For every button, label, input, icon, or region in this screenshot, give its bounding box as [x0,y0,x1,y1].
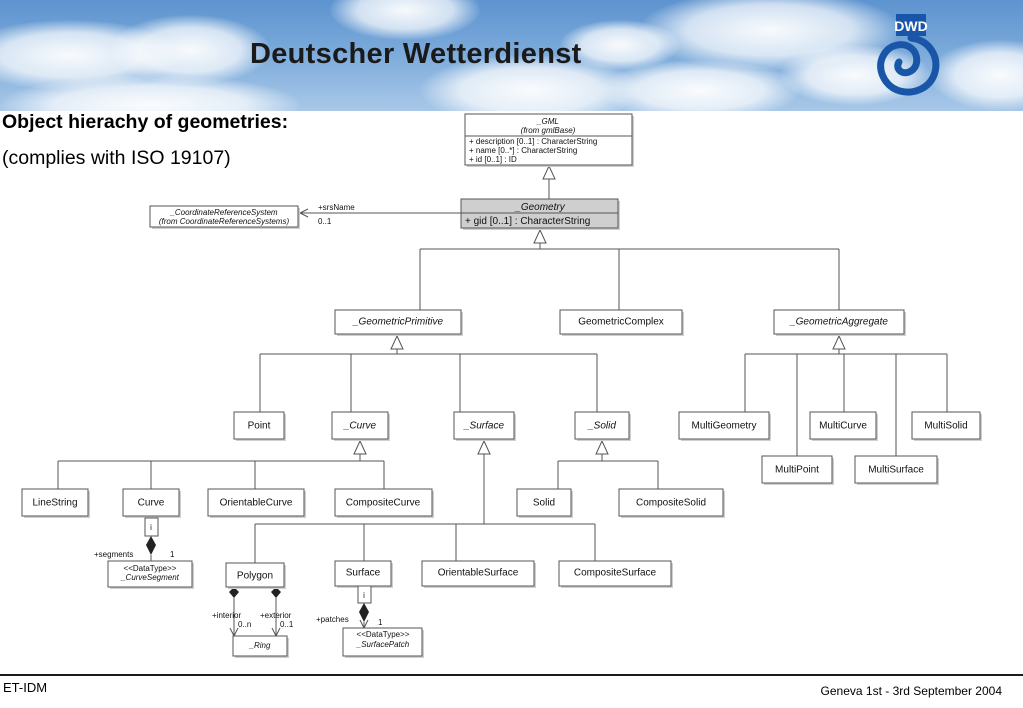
gml-stereo: (from gmlBase) [521,126,576,135]
point-label: Point [248,421,271,432]
surface-qualifier: i [357,585,372,604]
footer-left: ET-IDM [3,680,48,695]
composite-surface-label: CompositeSurface [574,568,657,579]
crs-name: _CoordinateReferenceSystem [169,208,278,217]
multisurface-label: MultiSurface [868,465,924,476]
curve-segment-stereo: <<DataType>> [124,564,177,573]
surface-patch-stereo: <<DataType>> [357,630,410,639]
dwd-logo: DWD [877,14,940,96]
solid-abstract-label: _Solid [587,421,616,432]
class-geometric-complex[interactable]: GeometricComplex [559,309,684,336]
geometry-name: _Geometry [514,202,565,213]
gml-attr-description: + description [0..1] : CharacterString [469,137,597,146]
class-geometry[interactable]: _Geometry + gid [0..1] : CharacterString [460,198,620,230]
geometric-primitive-label: _GeometricPrimitive [352,317,443,328]
crs-mult: 0..1 [318,217,332,226]
polygon-label: Polygon [237,571,273,582]
class-geometric-primitive[interactable]: _GeometricPrimitive [334,309,463,336]
gml-attr-id: + id [0..1] : ID [469,155,517,164]
multicurve-label: MultiCurve [819,421,867,432]
class-composite-solid[interactable]: CompositeSolid [618,488,725,518]
class-polygon[interactable]: Polygon [225,562,286,589]
class-orientable-curve[interactable]: OrientableCurve [207,488,306,518]
class-multisolid[interactable]: MultiSolid [911,411,982,441]
linestring-label: LineString [32,498,77,509]
footer-right: Geneva 1st - 3rd September 2004 [820,684,1002,698]
class-coordinate-reference-system[interactable]: _CoordinateReferenceSystem (from Coordin… [149,205,300,229]
curve-segment-name: _CurveSegment [120,573,180,582]
crs-role: +srsName [318,203,355,212]
segments-mult: 1 [170,550,175,559]
diagram-subtitle: (complies with ISO 19107) [2,147,231,169]
class-composite-surface[interactable]: CompositeSurface [558,560,673,588]
gml-name: _GML [536,117,559,126]
connectors [57,179,948,638]
surface-abstract-label: _Surface [463,421,504,432]
class-orientable-surface[interactable]: OrientableSurface [421,560,536,588]
class-multisurface[interactable]: MultiSurface [854,455,939,485]
generalization-arrows [353,164,846,455]
orientable-surface-label: OrientableSurface [438,568,519,579]
curve-label: Curve [138,498,165,509]
class-point[interactable]: Point [233,411,286,441]
diagram-title: Object hierachy of geometries: [2,111,289,133]
banner-title: Deutscher Wetterdienst [250,38,582,70]
class-curve-segment[interactable]: <<DataType>> _CurveSegment [107,560,194,589]
class-surface-abstract[interactable]: _Surface [453,411,516,441]
segments-role: +segments [94,550,133,559]
footer-divider [0,674,1023,676]
composition-diamonds [146,536,369,622]
class-ring[interactable]: _Ring [232,635,289,658]
class-surface-patch[interactable]: <<DataType>> _SurfacePatch [342,627,424,658]
ring-label: _Ring [249,641,271,650]
class-multigeometry[interactable]: MultiGeometry [678,411,771,441]
class-solid[interactable]: Solid [516,488,573,518]
solid-label: Solid [533,498,555,509]
header-banner: Deutscher Wetterdienst DWD [0,0,1023,111]
surface-label: Surface [346,568,381,579]
crs-stereo: (from CoordinateReferenceSystems) [159,217,290,226]
geometry-attr: + gid [0..1] : CharacterString [465,216,590,227]
composite-curve-label: CompositeCurve [346,498,421,509]
multisolid-label: MultiSolid [924,421,967,432]
class-curve[interactable]: Curve [122,488,181,518]
svg-text:i: i [150,523,152,532]
svg-text:i: i [363,591,365,600]
multipoint-label: MultiPoint [775,465,819,476]
logo-text: DWD [894,18,927,34]
exterior-role: +exterior [260,611,292,620]
gml-attr-name: + name [0..*] : CharacterString [469,146,577,155]
interior-mult: 0..n [238,620,251,629]
multigeometry-label: MultiGeometry [691,421,756,432]
curve-qualifier: i [144,517,159,537]
orientable-curve-label: OrientableCurve [220,498,293,509]
class-surface[interactable]: Surface [334,560,393,588]
exterior-mult: 0..1 [280,620,294,629]
geometric-complex-label: GeometricComplex [578,317,664,328]
class-linestring[interactable]: LineString [21,488,90,518]
class-solid-abstract[interactable]: _Solid [574,411,631,441]
class-multicurve[interactable]: MultiCurve [809,411,878,441]
curve-abstract-label: _Curve [343,421,377,432]
interior-role: +interior [212,611,241,620]
patches-mult: 1 [378,618,383,627]
class-geometric-aggregate[interactable]: _GeometricAggregate [773,309,906,336]
surface-patch-name: _SurfacePatch [356,640,410,649]
class-curve-abstract[interactable]: _Curve [331,411,390,441]
geometric-aggregate-label: _GeometricAggregate [789,317,888,328]
class-multipoint[interactable]: MultiPoint [761,455,834,485]
class-composite-curve[interactable]: CompositeCurve [334,488,434,518]
class-gml[interactable]: _GML (from gmlBase) + description [0..1]… [464,113,634,167]
patches-role: +patches [316,615,349,624]
composite-solid-label: CompositeSolid [636,498,706,509]
